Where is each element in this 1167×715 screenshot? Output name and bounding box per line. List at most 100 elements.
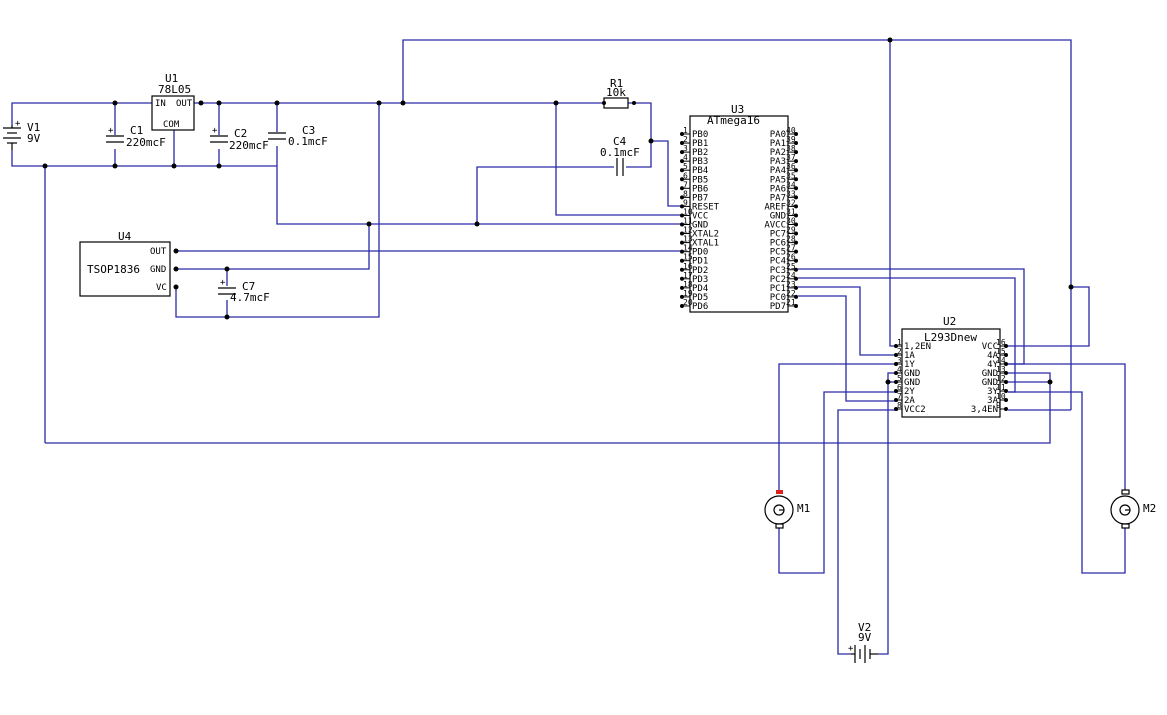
- u3-pin-name: PB7: [692, 193, 708, 203]
- u3-pin-end: [794, 204, 798, 209]
- u3-pin-number: 37: [786, 153, 796, 162]
- u3-pin-end: [794, 213, 798, 218]
- u3-pin-name: PA4: [770, 166, 786, 176]
- u3-pin-name: PB2: [692, 148, 708, 158]
- u2-pin-end: [894, 398, 898, 402]
- c1-ref: C1: [130, 124, 143, 137]
- u1-pin-out: OUT: [176, 99, 193, 109]
- u4-ref: U4: [118, 230, 132, 243]
- u3-pin-end: [680, 195, 684, 200]
- u2-pin-name: 4A: [987, 351, 998, 361]
- u3-pin-end: [680, 222, 684, 227]
- u3-pin-end: [794, 249, 798, 254]
- u3-pin-number: 36: [786, 162, 796, 171]
- u3-pin-number: 4: [683, 153, 688, 162]
- u3-pin-name: AVCC: [764, 221, 786, 231]
- c3-value: 0.1mcF: [288, 135, 328, 148]
- u3-pin-name: AREF: [764, 202, 786, 212]
- u3-pin-name: PA6: [770, 184, 786, 194]
- u3-pin-end: [680, 240, 684, 245]
- u3-pin-number: 32: [786, 198, 796, 207]
- u2-pin-name: GND: [982, 378, 998, 388]
- u3-pin-end: [794, 186, 798, 191]
- u3-pin-end: [680, 177, 684, 182]
- u3-pin-number: 35: [786, 171, 796, 180]
- u3-pin-name: PA3: [770, 157, 786, 167]
- u3-pin-number: 24: [786, 271, 796, 280]
- u2-pin-name: 1A: [904, 351, 915, 361]
- u3-pin-number: 10: [683, 207, 693, 216]
- u3-pin-name: PD4: [692, 284, 708, 294]
- c2-ref: C2: [234, 127, 247, 140]
- u3-pin-end: [794, 168, 798, 173]
- u3-pin-number: 5: [683, 162, 688, 171]
- u1-ref: U1: [165, 72, 178, 85]
- u2-pin-name: 3A: [987, 396, 998, 406]
- v2-value: 9V: [858, 631, 872, 644]
- u3-pin-end: [794, 240, 798, 245]
- u4-pin-out: OUT: [150, 247, 167, 257]
- junction-dots: [42, 37, 1074, 385]
- u3-pin-name: PC6: [770, 239, 786, 249]
- u3-pin-end: [680, 204, 684, 209]
- c7-ref: C7: [242, 280, 255, 293]
- u2-pin-number: 3: [897, 356, 902, 365]
- u3-pin-name: PA0: [770, 130, 786, 140]
- u2-pin-end: [894, 380, 898, 384]
- u3-pin-number: 27: [786, 244, 796, 253]
- u3-ref: U3: [731, 103, 744, 116]
- u3-pin-number: 12: [683, 226, 693, 235]
- u3-pin-number: 34: [786, 180, 796, 189]
- u3-pin-number: 39: [786, 135, 796, 144]
- u3-pin-number: 28: [786, 235, 796, 244]
- u2-pin-name: 3,4EN: [971, 405, 998, 415]
- u2-pin-end: [1004, 362, 1008, 366]
- u2-pin-number: 8: [897, 401, 902, 410]
- u3-pin-name: PC1: [770, 284, 786, 294]
- u3-pin-name: PA1: [770, 139, 786, 149]
- u2-pin-name: 1,2EN: [904, 342, 931, 352]
- capacitor-c7: + C7 4.7mcF: [218, 278, 270, 304]
- u3-pin-number: 2: [683, 135, 688, 144]
- capacitor-c3: C3 0.1mcF: [268, 124, 328, 148]
- motor-m1: M1: [764, 490, 810, 529]
- ir-receiver-u4: U4 TSOP1836 OUT GND VC: [79, 230, 171, 297]
- u3-pin-name: PB6: [692, 184, 708, 194]
- u3-pin-end: [794, 159, 798, 164]
- u3-pin-end: [794, 231, 798, 236]
- u2-pin-name: VCC2: [904, 405, 926, 415]
- c2-value: 220mcF: [229, 139, 269, 152]
- u3-pin-number: 8: [683, 189, 688, 198]
- u3-pin-end: [680, 303, 684, 308]
- u3-pin-name: GND: [770, 211, 786, 221]
- battery-v1: + V1 9V: [3, 119, 41, 150]
- u3-pin-number: 21: [786, 298, 796, 307]
- u2-pin-name: GND: [982, 369, 998, 379]
- c4-ref: C4: [613, 135, 627, 148]
- u2-pin-number: 11: [996, 383, 1006, 392]
- u3-pin-name: PD6: [692, 302, 708, 312]
- u3-pin-end: [680, 285, 684, 290]
- u3-pin-name: PB5: [692, 175, 708, 185]
- u1-pin-in: IN: [155, 99, 166, 109]
- u2-pin-end: [1004, 344, 1008, 348]
- u3-pin-name: PB4: [692, 166, 708, 176]
- u3-pin-end: [680, 267, 684, 272]
- svg-text:+: +: [15, 119, 21, 129]
- u2-pin-name: 1Y: [904, 360, 915, 370]
- u2-pin-number: 15: [996, 347, 1006, 356]
- u3-pin-number: 40: [786, 126, 796, 135]
- u3-pin-end: [680, 141, 684, 146]
- u2-pin-number: 4: [897, 365, 902, 374]
- u2-pin-name: 2Y: [904, 387, 915, 397]
- u2-pin-name: 3Y: [987, 387, 998, 397]
- u3-pin-name: PB1: [692, 139, 708, 149]
- m2-ref: M2: [1143, 502, 1156, 515]
- u3-value: ATmega16: [707, 114, 760, 127]
- u2-pin-end: [1004, 407, 1008, 411]
- u3-pin-name: PC4: [770, 257, 786, 267]
- u3-pin-end: [794, 276, 798, 281]
